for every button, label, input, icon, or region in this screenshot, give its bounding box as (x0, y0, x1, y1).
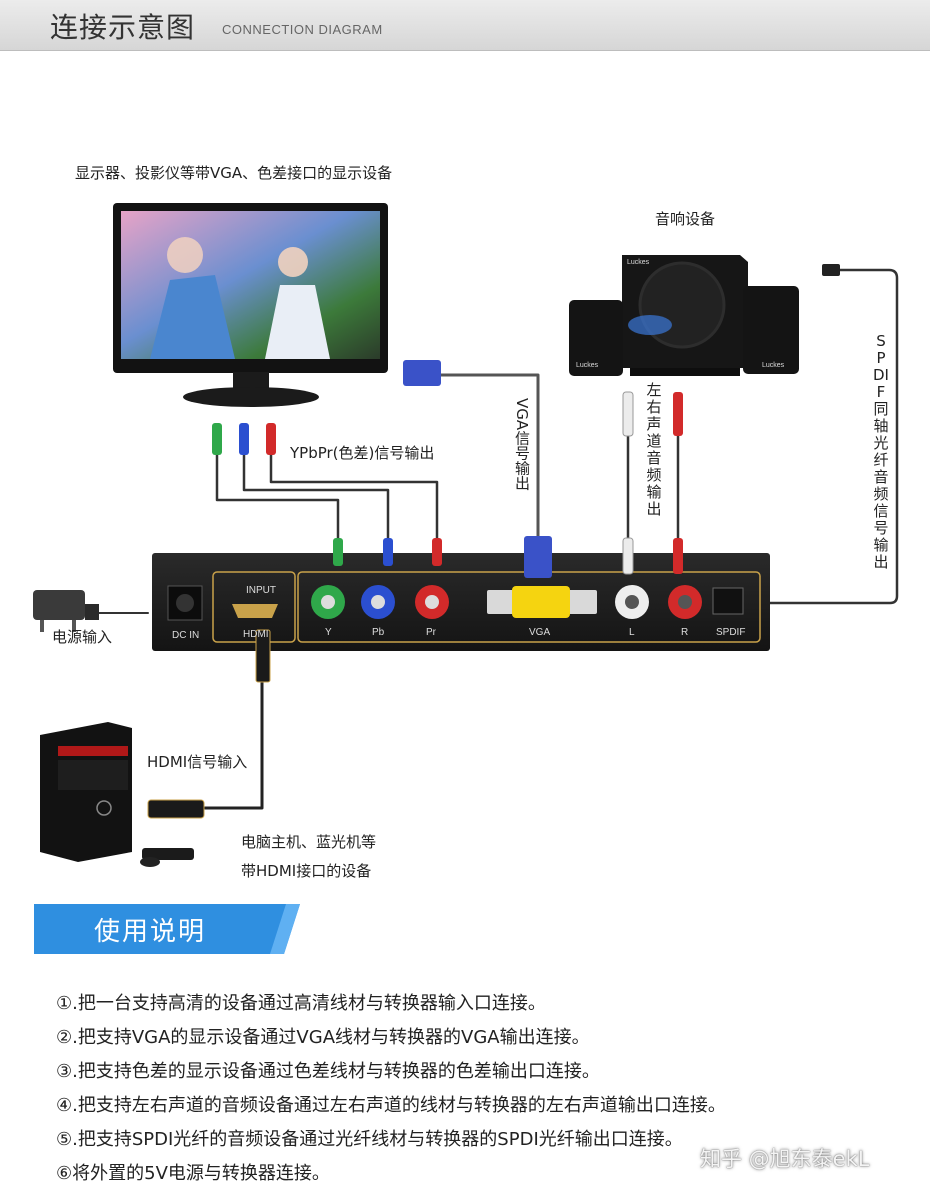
pc-tower-icon (40, 722, 194, 867)
vga-output-label: VGA信号输出 (513, 398, 531, 491)
hdmi-plug-pc (147, 799, 205, 819)
spdif-output-label: SPDIF同轴光纤音频信号输出 (873, 332, 889, 571)
speaker-brand-logo-left: Luckes (576, 362, 599, 369)
cables (96, 268, 899, 810)
page-subtitle: CONNECTION DIAGRAM (222, 22, 383, 37)
speaker-brand-logo-right: Luckes (762, 362, 785, 369)
monitor-icon (113, 203, 388, 407)
audio-plug-right-top (673, 392, 683, 436)
pr-plug (432, 538, 442, 566)
lr-audio-output-label: 左右声道音频输出 (646, 381, 662, 518)
hdmi-input-label: HDMI信号输入 (147, 753, 248, 771)
l-plug (622, 537, 634, 575)
port-label-dc: DC IN (172, 630, 200, 641)
page-title: 连接示意图 (50, 11, 196, 44)
watermark: 知乎 @旭东泰ekL (700, 1147, 870, 1171)
header-bar: 连接示意图 CONNECTION DIAGRAM (0, 0, 930, 51)
port-label-input: INPUT (246, 585, 276, 596)
vga-plug-monitor (403, 360, 441, 386)
instruction-step-6: ⑥将外置的5V电源与转换器连接。 (56, 1163, 330, 1184)
speaker-device-label: 音响设备 (655, 210, 716, 228)
port-label-vga: VGA (529, 627, 551, 638)
vga-plug (524, 536, 552, 578)
power-adapter-icon (33, 590, 99, 632)
pb-plug (383, 538, 393, 566)
spdif-plug-top (822, 264, 840, 276)
instructions-title: 使用说明 (94, 917, 207, 947)
port-label-l: L (629, 627, 635, 638)
source-device-label-2: 带HDMI接口的设备 (241, 862, 372, 880)
ypbpr-output-label: YPbPr(色差)信号输出 (290, 444, 435, 462)
instruction-step-5: ⑤.把支持SPDI光纤的音频设备通过光纤线材与转换器的SPDI光纤输出口连接。 (56, 1129, 683, 1150)
speaker-brand-logo: Luckes (627, 259, 650, 266)
y-plug (333, 538, 343, 566)
instructions-list: ①.把一台支持高清的设备通过高清线材与转换器输入口连接。 ②.把支持VGA的显示… (56, 987, 726, 1191)
converter-box (152, 553, 770, 651)
audio-plug-left-top (622, 391, 634, 437)
port-label-hdmi: HDMI (243, 629, 269, 640)
instruction-step-3: ③.把支持色差的显示设备通过色差线材与转换器的色差输出口连接。 (56, 1061, 600, 1082)
hdmi-plug (255, 629, 271, 683)
ypbpr-plugs-top (212, 423, 276, 455)
connection-diagram (33, 203, 899, 867)
port-label-pb: Pb (372, 627, 385, 638)
banner-shape (34, 904, 300, 954)
source-device-label-1: 电脑主机、蓝光机等 (241, 833, 377, 851)
display-device-label: 显示器、投影仪等带VGA、色差接口的显示设备 (75, 164, 393, 182)
instructions-banner: 使用说明 (34, 904, 300, 954)
speaker-system-icon (569, 255, 799, 376)
port-label-r: R (681, 627, 689, 638)
instruction-step-2: ②.把支持VGA的显示设备通过VGA线材与转换器的VGA输出连接。 (56, 1027, 590, 1048)
instruction-step-4: ④.把支持左右声道的音频设备通过左右声道的线材与转换器的左右声道输出口连接。 (56, 1095, 726, 1116)
port-label-y: Y (325, 627, 332, 638)
power-input-label: 电源输入 (52, 628, 113, 646)
instruction-step-1: ①.把一台支持高清的设备通过高清线材与转换器输入口连接。 (56, 993, 546, 1014)
port-label-spdif: SPDIF (716, 627, 746, 638)
port-label-pr: Pr (426, 627, 436, 638)
r-plug (673, 538, 683, 574)
